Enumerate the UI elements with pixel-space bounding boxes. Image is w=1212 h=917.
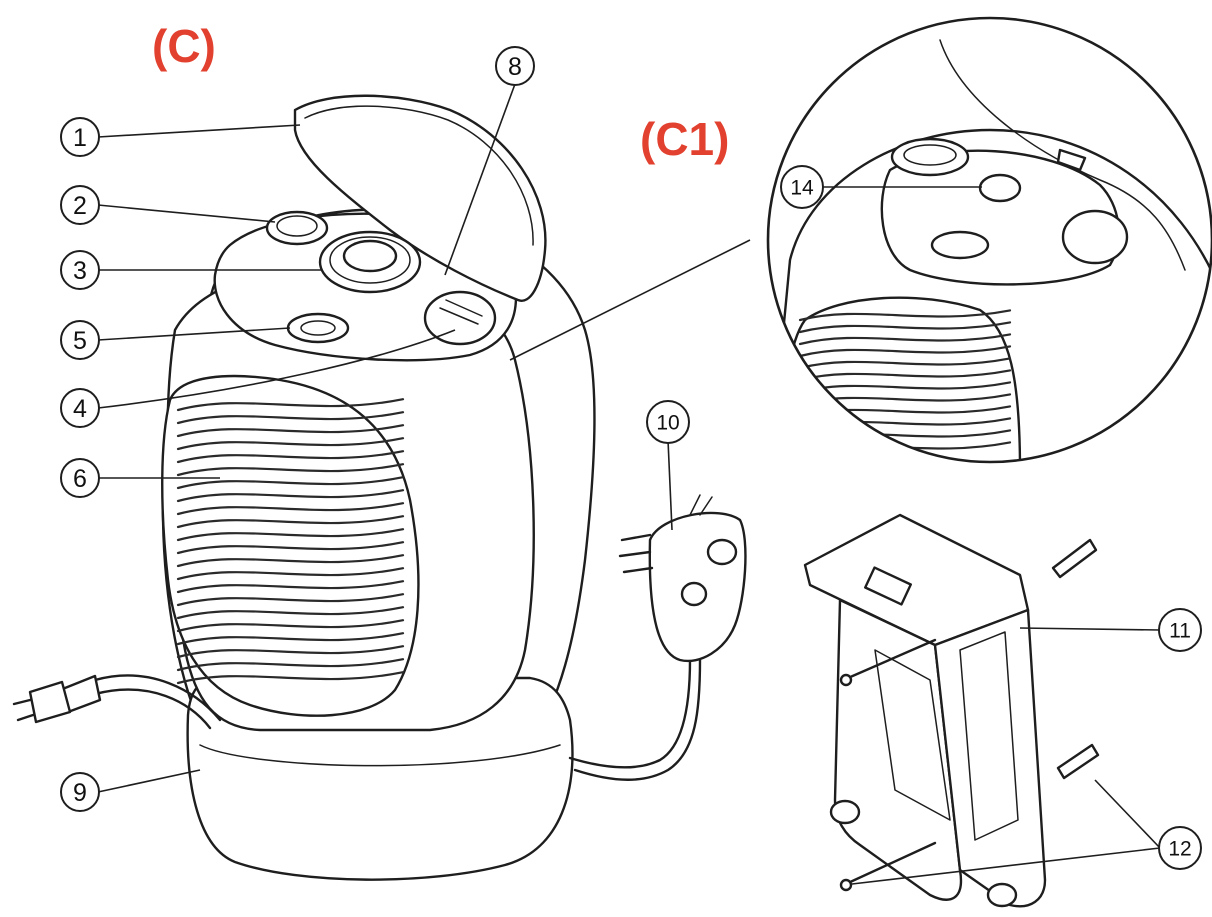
callout-6: 6 — [60, 458, 100, 498]
callout-4: 4 — [60, 388, 100, 428]
knob-3 — [318, 230, 422, 294]
grille-bar — [176, 580, 405, 594]
grille-bar — [176, 528, 405, 542]
grille-bar — [176, 632, 405, 646]
grille-bar — [176, 593, 405, 607]
grille-bar — [176, 567, 405, 581]
callout-11: 11 — [1158, 608, 1202, 652]
svg-text:3: 3 — [73, 257, 87, 285]
svg-text:2: 2 — [73, 192, 87, 220]
front-grille — [161, 374, 420, 717]
power-cord — [12, 674, 222, 730]
grille-bar — [176, 502, 405, 516]
leader-lines — [97, 83, 1161, 885]
grille-bar — [176, 541, 405, 555]
grille-bar — [798, 369, 1012, 382]
grille-bar — [798, 345, 1012, 358]
grille-bar — [798, 333, 1012, 346]
grille-bar — [798, 357, 1012, 370]
grille-bar — [176, 658, 405, 672]
callout-2: 2 — [60, 185, 100, 225]
callout-14: 14 — [780, 165, 824, 209]
remote-control — [568, 494, 747, 781]
knob-2 — [265, 210, 329, 246]
grille-bar — [176, 424, 405, 438]
view-label-main: (C) — [152, 20, 216, 72]
knob-4 — [423, 290, 497, 346]
hinged-lid — [293, 94, 547, 302]
svg-text:1: 1 — [73, 124, 87, 152]
view-label-detail: (C1) — [640, 113, 729, 165]
grille-bar — [176, 619, 405, 633]
callout-12: 12 — [1158, 826, 1202, 870]
grille-bar — [176, 606, 405, 620]
grille-bar — [176, 489, 405, 503]
svg-text:5: 5 — [73, 327, 87, 355]
callout-1: 1 — [60, 117, 100, 157]
grille-bar — [176, 463, 405, 477]
svg-text:8: 8 — [508, 53, 522, 81]
callout-10: 10 — [646, 400, 690, 444]
grille-bar — [176, 476, 405, 490]
svg-text:9: 9 — [73, 779, 87, 807]
grille-bar — [176, 515, 405, 529]
grille-bar — [798, 321, 1012, 334]
wall-bracket — [803, 513, 1047, 908]
callout-3: 3 — [60, 250, 100, 290]
svg-text:6: 6 — [73, 465, 87, 493]
svg-text:12: 12 — [1168, 838, 1191, 861]
indicator-5 — [286, 312, 350, 344]
callout-9: 9 — [60, 772, 100, 812]
svg-text:10: 10 — [656, 412, 679, 435]
callout-8: 8 — [495, 46, 535, 86]
grille-bar — [176, 411, 405, 425]
svg-text:4: 4 — [73, 395, 87, 423]
wall-screws — [839, 538, 1100, 892]
svg-text:11: 11 — [1169, 620, 1191, 643]
grille-bar — [176, 671, 405, 685]
grille-bar — [176, 645, 405, 659]
callout-5: 5 — [60, 320, 100, 360]
grille-bar — [176, 398, 405, 412]
detail-view — [768, 39, 1212, 462]
grille-bar — [176, 450, 405, 464]
grille-bar — [176, 554, 405, 568]
svg-text:14: 14 — [790, 177, 814, 200]
grille-bar — [798, 309, 1012, 322]
grille-bar — [176, 437, 405, 451]
